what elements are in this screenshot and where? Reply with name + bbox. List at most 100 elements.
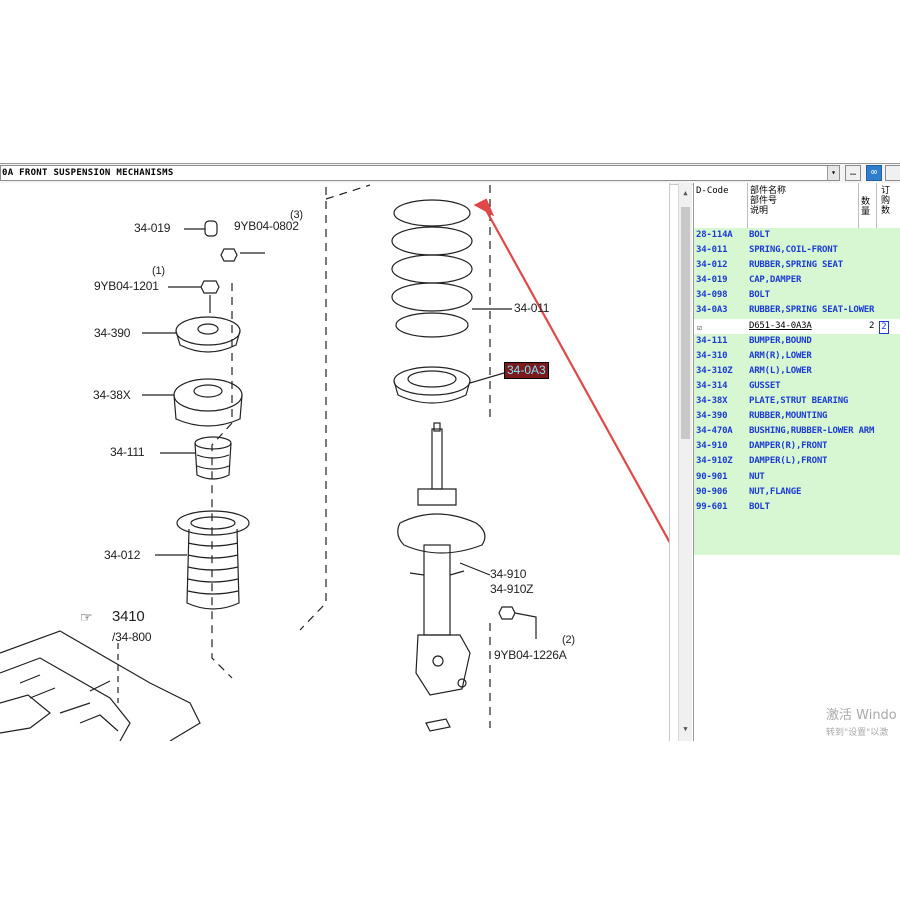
row-dcode: 34-310 [696,350,728,361]
row-dcode: 34-012 [696,260,728,271]
table-row[interactable]: 34-910Z DAMPER(L),FRONT [694,454,900,470]
table-row[interactable]: 34-390 RUBBER,MOUNTING [694,409,900,425]
row-description: ARM(L),LOWER [749,365,812,376]
vertical-scrollbar[interactable]: ▲ ▼ [678,183,692,741]
row-dcode: 34-38X [696,396,728,407]
label-9yb04-0802-qty: (3) [290,209,303,221]
watermark-line-2: 转到"设置"以激 [826,728,889,738]
row-dcode: 34-470A [696,426,733,437]
table-row[interactable]: 34-098 BOLT [694,288,900,304]
label-34-111[interactable]: 34-111 [110,445,145,459]
coil-spring-drawing [391,199,473,338]
row-dcode: 28-114A [696,230,733,240]
row-description: BUMPER,BOUND [749,335,812,346]
scroll-up-icon[interactable]: ▲ [683,189,688,197]
label-34-800[interactable]: /34-800 [112,630,152,644]
row-quantity: 2 [869,320,875,331]
parts-list-panel: D-Code 部件名称 部件号 说明 数 量 订 购 数 28-114A BOLT… [693,183,900,741]
damper-cap-drawing [204,220,218,237]
row-description: BUSHING,RUBBER-LOWER ARM [749,426,875,437]
row-description: RUBBER,MOUNTING [749,411,828,422]
row-dcode: 34-910Z [696,456,733,467]
table-row[interactable]: 34-0A3 RUBBER,SPRING SEAT-LOWER [694,303,900,319]
row-description: DAMPER(R),FRONT [749,441,828,452]
label-9yb04-1201[interactable]: 9YB04-1201 [94,279,159,293]
section-title-field[interactable]: 0A FRONT SUSPENSION MECHANISMS [0,165,840,181]
exploded-diagram[interactable]: 34-019 (3) 9YB04-0802 (1) 9YB04-1201 34-… [0,183,670,741]
parts-catalog-window: 0A FRONT SUSPENSION MECHANISMS ▾ … ∞ [0,163,900,741]
row-description: D651-34-0A3A [749,320,812,331]
label-34-38x[interactable]: 34-38X [93,388,131,402]
label-9yb04-1226a[interactable]: 9YB04-1226A [494,648,567,662]
label-34-910[interactable]: 34-910 [490,567,527,581]
row-dcode: 34-910 [696,441,728,452]
row-description: GUSSET [749,380,781,391]
pointing-hand-icon: ☞ [80,609,93,625]
row-description: BOLT [749,290,770,301]
label-34-0a3-highlighted[interactable]: 34-0A3 [504,362,549,379]
table-row[interactable]: 34-012 RUBBER,SPRING SEAT [694,258,900,274]
arrowhead-icon [473,198,495,217]
chevron-down-icon[interactable]: ▾ [827,166,839,180]
link-view-button[interactable]: ∞ [866,165,882,181]
label-9yb04-0802[interactable]: 9YB04-0802 [234,219,299,233]
table-row[interactable]: 90-901 NUT [694,469,900,485]
row-description: CAP,DAMPER [749,275,802,286]
row-description: SPRING,COIL-FRONT [749,245,838,256]
toolbar: 0A FRONT SUSPENSION MECHANISMS ▾ … ∞ [0,163,900,185]
label-34-910z[interactable]: 34-910Z [490,582,534,596]
row-description: BOLT [749,501,770,512]
label-3410[interactable]: 3410 [112,608,145,625]
order-quantity-input[interactable]: 2 [879,320,889,334]
label-34-019[interactable]: 34-019 [134,221,171,235]
table-row[interactable]: 34-910 DAMPER(R),FRONT [694,439,900,455]
table-row[interactable]: 28-114A BOLT [694,228,900,244]
header-order-quantity[interactable]: 订 购 数 [881,186,891,216]
table-row[interactable]: 34-470A BUSHING,RUBBER-LOWER ARM [694,424,900,440]
watermark-line-1: 激活 Windo [826,708,897,723]
window-button[interactable] [885,165,900,181]
list-empty-area [694,514,900,555]
row-dcode: 90-901 [696,471,728,482]
dashed-group-line-center [299,187,327,631]
header-part-name[interactable]: 部件名称 部件号 说明 [750,186,787,216]
checkbox-icon[interactable]: ☑ [697,322,702,332]
label-34-390[interactable]: 34-390 [94,326,131,340]
more-button[interactable]: … [845,165,861,181]
row-dcode: 34-0A3 [696,305,728,316]
table-row[interactable]: 34-019 CAP,DAMPER [694,273,900,289]
row-description: RUBBER,SPRING SEAT [749,260,843,271]
row-description: NUT,FLANGE [749,486,802,497]
red-arrow [473,198,669,544]
row-dcode: 34-310Z [696,365,733,376]
diagram-drawing [0,184,669,741]
row-dcode: 34-390 [696,411,728,422]
damper-drawing [397,422,486,696]
row-dcode: 34-098 [696,290,728,301]
row-description: BOLT [749,230,770,240]
scrollbar-thumb[interactable] [681,207,690,439]
row-description: DAMPER(L),FRONT [749,456,828,467]
label-34-011[interactable]: 34-011 [514,301,550,315]
table-row[interactable]: 34-310Z ARM(L),LOWER [694,363,900,379]
label-34-012[interactable]: 34-012 [104,548,141,562]
windows-activation-watermark: 激活 Windo 转到"设置"以激 [826,704,897,738]
label-9yb04-1201-qty: (1) [152,265,165,277]
row-description: RUBBER,SPRING SEAT-LOWER [749,305,875,316]
header-dcode[interactable]: D-Code [696,186,729,196]
parts-list-header: D-Code 部件名称 部件号 说明 数 量 订 购 数 [694,183,900,229]
nut-drawing [220,248,238,262]
row-description: NUT [749,471,765,482]
table-row[interactable]: 34-38X PLATE,STRUT BEARING [694,394,900,410]
header-quantity[interactable]: 数 量 [861,197,871,217]
scroll-down-icon[interactable]: ▼ [683,725,688,733]
row-description: PLATE,STRUT BEARING [749,396,849,407]
row-dcode: 34-019 [696,275,728,286]
